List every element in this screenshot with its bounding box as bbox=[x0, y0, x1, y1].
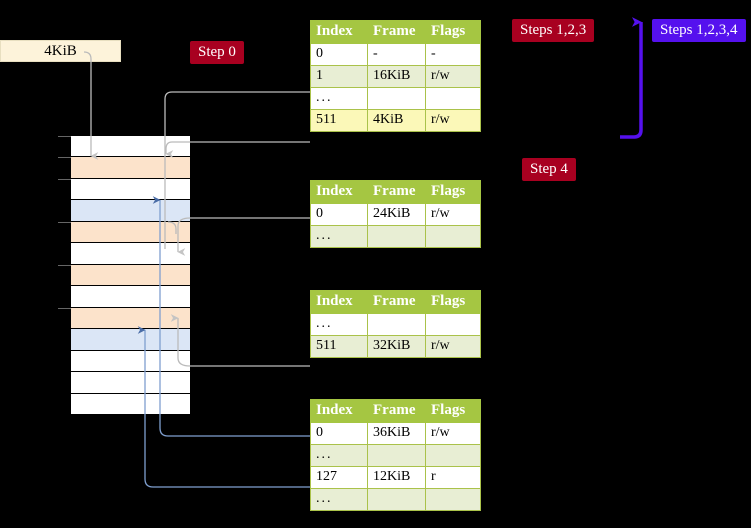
cell-index: 0 bbox=[310, 422, 368, 445]
memory-tick bbox=[58, 221, 71, 223]
memory-row bbox=[71, 243, 190, 265]
cell-frame: 32KiB bbox=[367, 335, 426, 358]
table-row: 0-- bbox=[310, 43, 481, 66]
memory-row bbox=[71, 200, 190, 222]
badge-step0: Step 0 bbox=[190, 41, 244, 64]
cell-index: ... bbox=[310, 444, 368, 467]
cell-flags: r/w bbox=[425, 335, 481, 358]
memory-row bbox=[71, 286, 190, 308]
memory-tick bbox=[58, 307, 71, 309]
cell-index: 511 bbox=[310, 335, 368, 358]
memory-tick bbox=[58, 178, 71, 180]
cell-flags: - bbox=[425, 43, 481, 66]
cell-flags: r/w bbox=[425, 109, 481, 132]
table-row: ... bbox=[310, 313, 481, 336]
column-header-frame: Frame bbox=[367, 399, 426, 423]
memory-row bbox=[71, 329, 190, 351]
memory-tick bbox=[58, 157, 71, 159]
cell-frame bbox=[367, 488, 426, 511]
column-header-frame: Frame bbox=[367, 20, 426, 44]
cell-frame: 16KiB bbox=[367, 65, 426, 88]
memory-row bbox=[71, 372, 190, 394]
column-header-flags: Flags bbox=[425, 290, 481, 314]
memory-row bbox=[71, 393, 190, 415]
cell-frame: 4KiB bbox=[367, 109, 426, 132]
cell-flags bbox=[425, 313, 481, 336]
cell-index: 511 bbox=[310, 109, 368, 132]
cell-flags bbox=[425, 87, 481, 110]
cell-flags: r/w bbox=[425, 203, 481, 226]
memory-column bbox=[71, 136, 190, 415]
cell-frame bbox=[367, 313, 426, 336]
cell-flags: r/w bbox=[425, 65, 481, 88]
memory-row bbox=[71, 157, 190, 179]
memory-tick bbox=[58, 136, 71, 137]
cell-index: 1 bbox=[310, 65, 368, 88]
memory-size-text: 4KiB bbox=[44, 43, 77, 59]
cell-frame bbox=[367, 444, 426, 467]
memory-row bbox=[71, 264, 190, 287]
badge-steps1234: Steps 1,2,3,4 bbox=[652, 19, 746, 42]
badge-steps123: Steps 1,2,3 bbox=[512, 19, 595, 42]
column-header-frame: Frame bbox=[367, 290, 426, 314]
cell-frame: 12KiB bbox=[367, 466, 426, 489]
table-row: ... bbox=[310, 225, 481, 248]
cell-index: 127 bbox=[310, 466, 368, 489]
cell-flags: r/w bbox=[425, 422, 481, 445]
cell-index: 0 bbox=[310, 43, 368, 66]
table-row: ... bbox=[310, 444, 481, 467]
cell-frame bbox=[367, 225, 426, 248]
cell-index: ... bbox=[310, 313, 368, 336]
wire-step4-arrow bbox=[620, 17, 643, 139]
memory-row bbox=[71, 136, 190, 158]
cell-index: ... bbox=[310, 488, 368, 511]
cell-frame: 24KiB bbox=[367, 203, 426, 226]
table-row: ... bbox=[310, 87, 481, 110]
cell-frame: - bbox=[367, 43, 426, 66]
column-header-index: Index bbox=[310, 290, 368, 314]
cell-flags bbox=[425, 488, 481, 511]
memory-row bbox=[71, 221, 190, 244]
cell-flags bbox=[425, 444, 481, 467]
column-header-flags: Flags bbox=[425, 20, 481, 44]
table-row: ... bbox=[310, 488, 481, 511]
memory-tick bbox=[58, 264, 71, 266]
column-header-frame: Frame bbox=[367, 180, 426, 204]
memory-row bbox=[71, 178, 190, 201]
cell-flags: r bbox=[425, 466, 481, 489]
badge-step4: Step 4 bbox=[522, 158, 576, 181]
cell-index: ... bbox=[310, 87, 368, 110]
memory-row bbox=[71, 350, 190, 373]
column-header-index: Index bbox=[310, 399, 368, 423]
memory-size-label: 4KiB bbox=[0, 40, 121, 62]
column-header-flags: Flags bbox=[425, 180, 481, 204]
memory-column-top-border bbox=[71, 135, 190, 136]
cell-index: ... bbox=[310, 225, 368, 248]
memory-row bbox=[71, 307, 190, 330]
column-header-index: Index bbox=[310, 180, 368, 204]
cell-frame bbox=[367, 87, 426, 110]
column-header-flags: Flags bbox=[425, 399, 481, 423]
cell-frame: 36KiB bbox=[367, 422, 426, 445]
column-header-index: Index bbox=[310, 20, 368, 44]
cell-flags bbox=[425, 225, 481, 248]
cell-index: 0 bbox=[310, 203, 368, 226]
